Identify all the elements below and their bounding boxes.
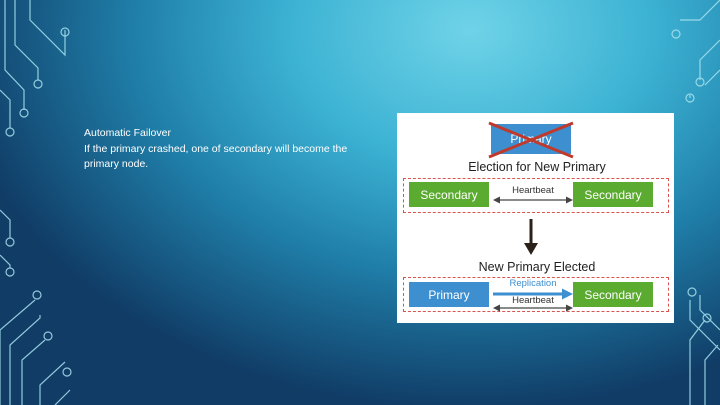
secondary-right-label: Secondary xyxy=(584,187,642,202)
secondary-bottom-label: Secondary xyxy=(584,287,642,302)
heartbeat-arrow-top xyxy=(493,196,573,204)
down-arrow-icon xyxy=(524,219,538,255)
elected-heading: New Primary Elected xyxy=(478,260,596,274)
election-heading: Election for New Primary xyxy=(468,160,606,174)
secondary-node-left: Secondary xyxy=(409,182,489,207)
slide-title: Automatic Failover xyxy=(84,127,171,139)
new-primary-label: Primary xyxy=(428,287,470,302)
replication-arrow xyxy=(493,288,573,300)
secondary-left-label: Secondary xyxy=(420,187,478,202)
new-primary-node: Primary xyxy=(409,282,489,307)
slide-body: If the primary crashed, one of secondary… xyxy=(84,142,348,171)
heartbeat-label-top: Heartbeat xyxy=(512,185,554,196)
election-group xyxy=(403,178,669,213)
heartbeat-arrow-bottom xyxy=(493,304,573,312)
cross-icon xyxy=(488,121,574,159)
elected-group xyxy=(403,277,669,312)
heartbeat-label-bottom: Heartbeat xyxy=(512,295,554,306)
secondary-node-bottom: Secondary xyxy=(573,282,653,307)
replication-label: Replication xyxy=(509,278,557,289)
secondary-node-right: Secondary xyxy=(573,182,653,207)
slide-text: Automatic Failover If the primary crashe… xyxy=(84,126,384,173)
failover-diagram: Primary Election for New Primary Seconda… xyxy=(397,113,674,323)
